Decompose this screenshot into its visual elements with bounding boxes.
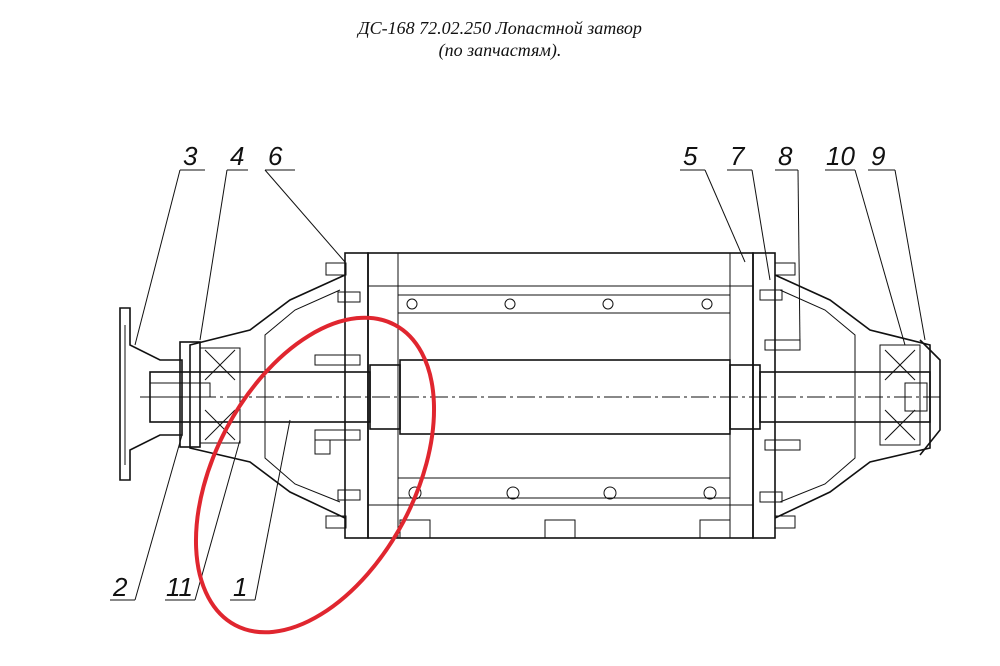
callout-9: 9 bbox=[871, 141, 885, 171]
callout-3: 3 bbox=[183, 141, 198, 171]
callout-8: 8 bbox=[778, 141, 793, 171]
callout-4: 4 bbox=[230, 141, 244, 171]
callout-7: 7 bbox=[730, 141, 746, 171]
callout-2: 2 bbox=[112, 572, 128, 602]
drive-flange bbox=[119, 307, 183, 481]
left-seals bbox=[314, 339, 801, 455]
left-end-flange bbox=[325, 252, 369, 539]
drawing-subtitle: (по запчастям). bbox=[438, 40, 562, 60]
shaft bbox=[140, 359, 940, 435]
callout-6: 6 bbox=[268, 141, 283, 171]
highlight-ellipse bbox=[193, 315, 437, 635]
callout-11: 11 bbox=[166, 572, 193, 602]
leader-lines bbox=[110, 169, 926, 601]
housing-body bbox=[367, 252, 754, 539]
right-end-flange bbox=[752, 252, 796, 539]
callout-10: 10 bbox=[826, 141, 855, 171]
callout-5: 5 bbox=[683, 141, 698, 171]
vane-bolts bbox=[406, 298, 717, 500]
left-bearing-housing bbox=[179, 274, 346, 519]
callout-1: 1 bbox=[233, 572, 247, 602]
drawing-title: ДС-168 72.02.250 Лопастной затвор bbox=[358, 18, 642, 38]
